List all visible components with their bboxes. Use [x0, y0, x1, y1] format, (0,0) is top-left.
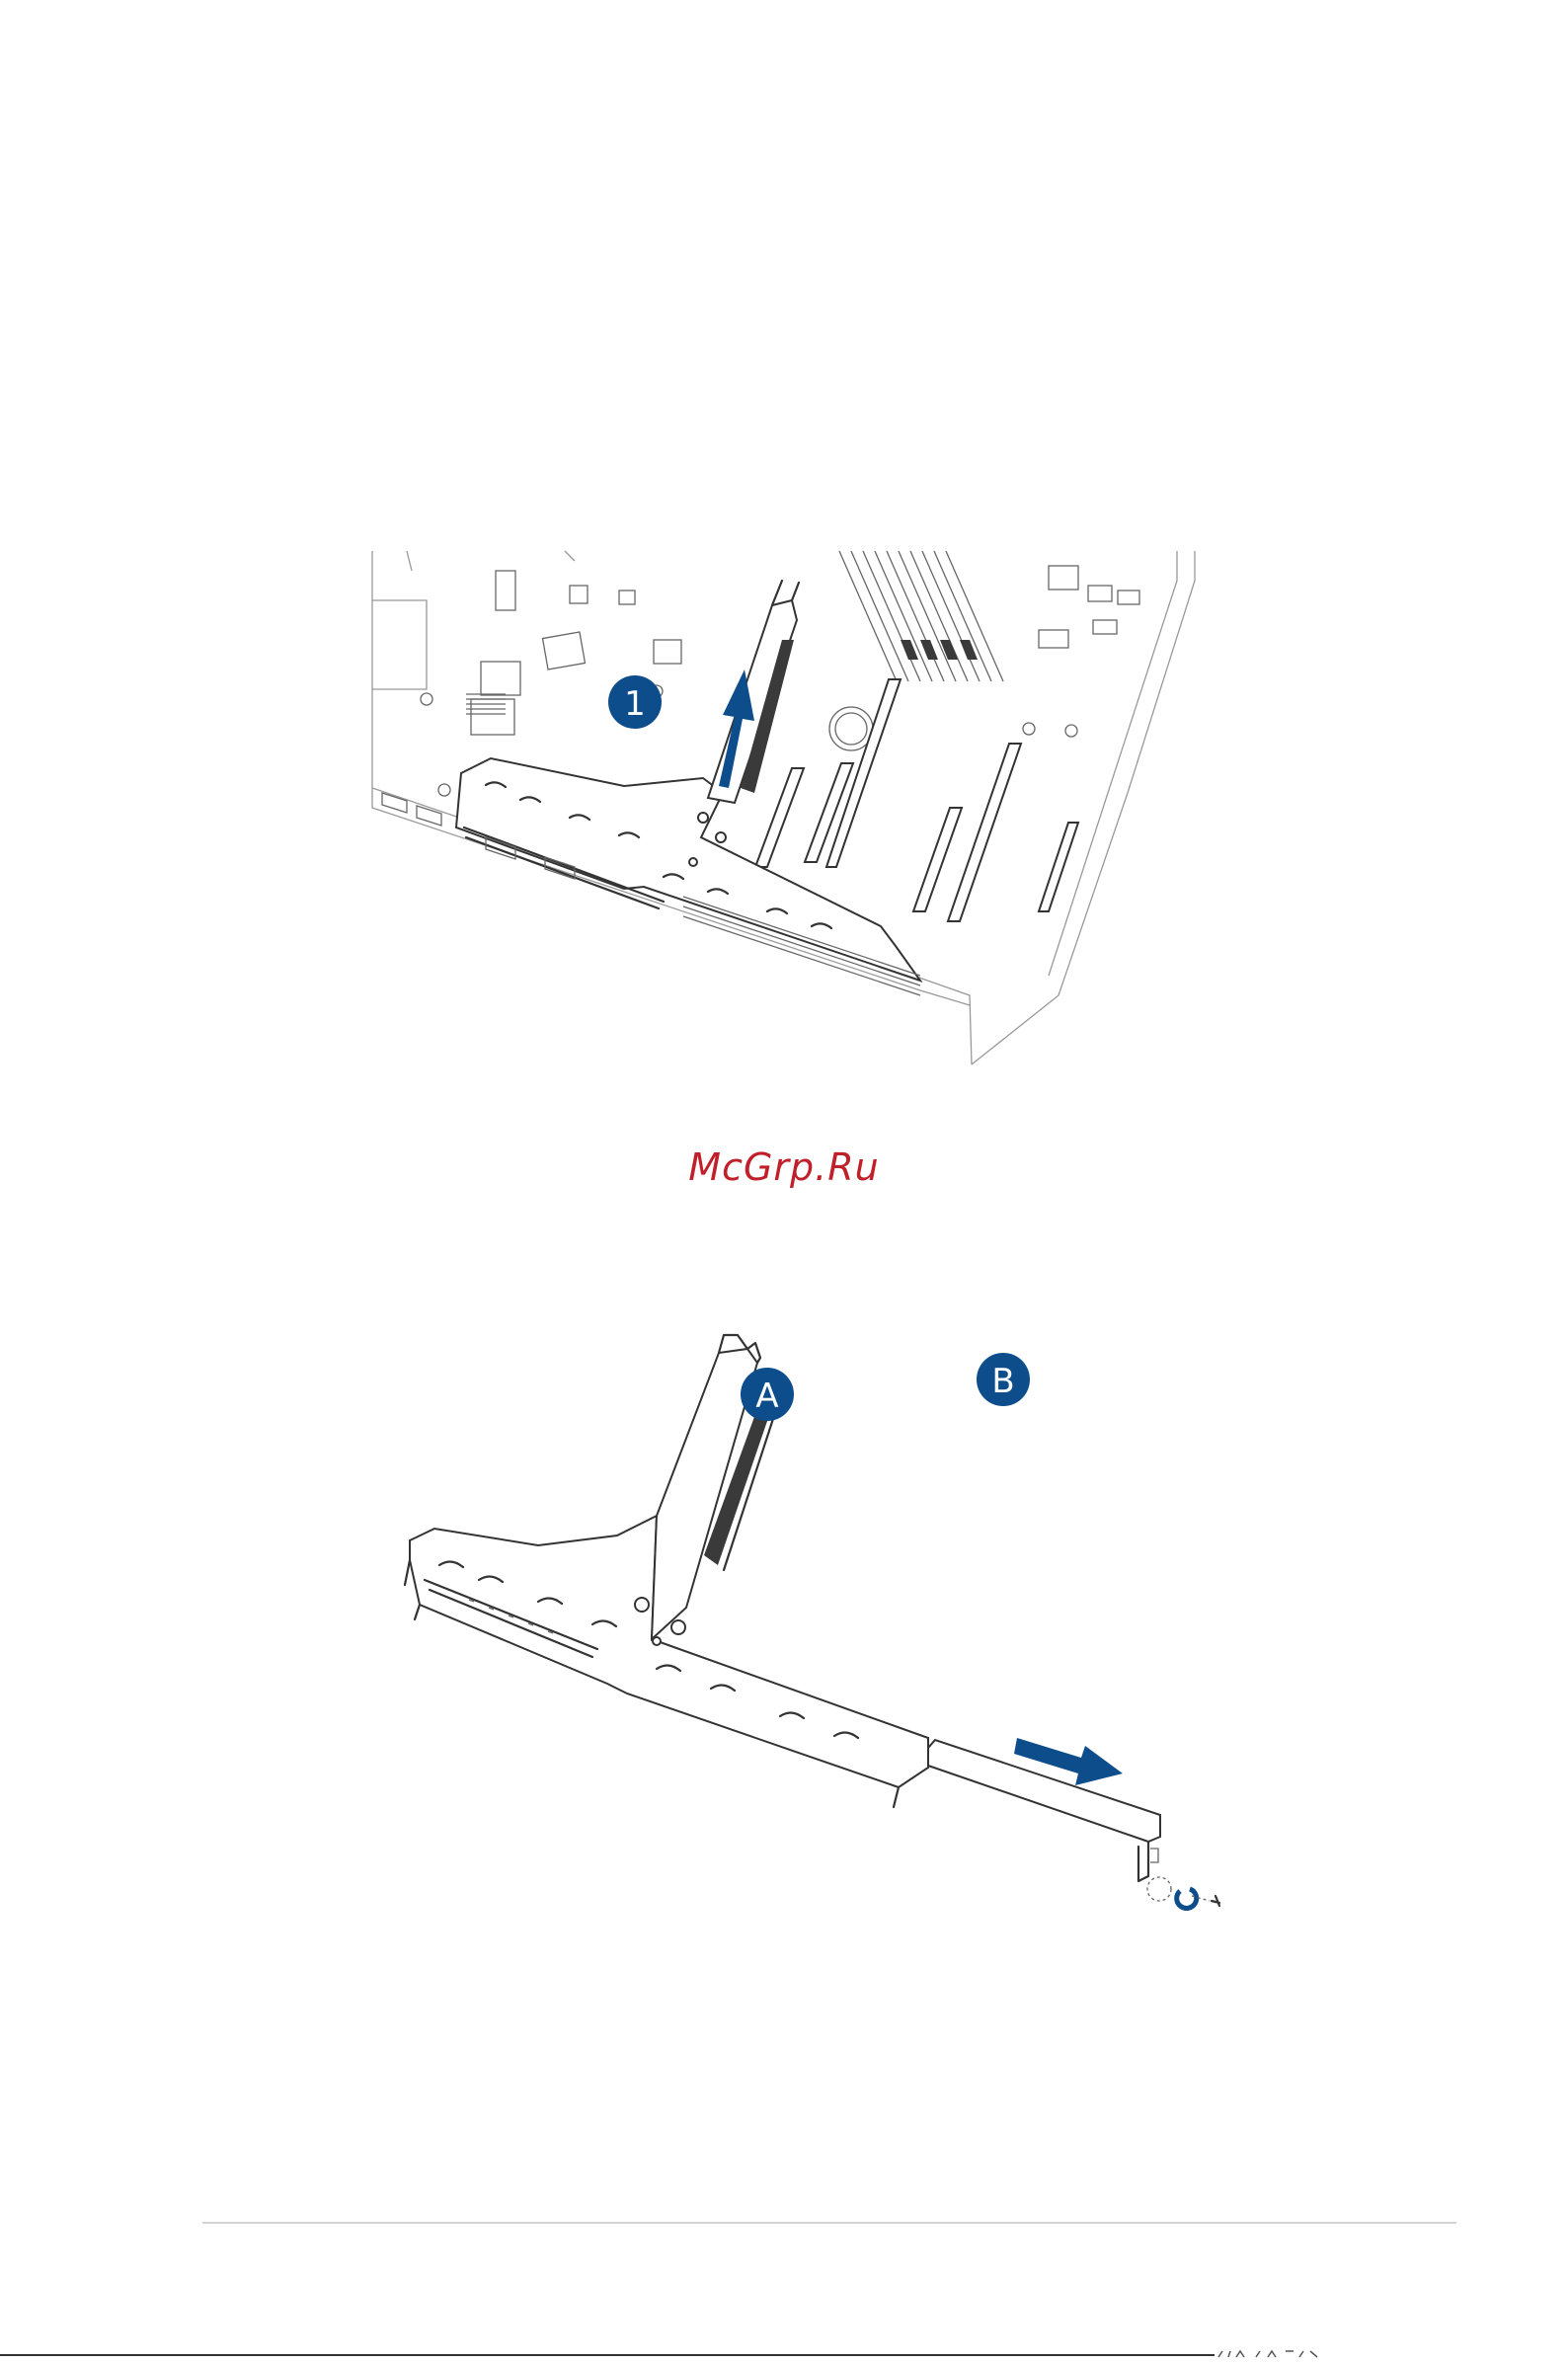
callout-a-label: A — [755, 1377, 778, 1416]
riser-bracket — [405, 1335, 928, 1807]
footer-rule — [202, 2222, 1456, 2224]
step-callout-1: 1 — [608, 675, 662, 729]
step-number: 1 — [624, 684, 646, 724]
footer-glyph-fragment — [1216, 2349, 1325, 2359]
riser-cage — [456, 581, 920, 981]
callout-a: A — [741, 1368, 794, 1421]
motherboard-riser-removal-illustration: 1 — [367, 541, 1205, 1094]
watermark-text: McGrp.Ru — [0, 1145, 1568, 1189]
screw-icon — [1147, 1877, 1219, 1908]
riser-bracket-illustration: A B — [390, 1343, 1259, 1955]
callout-b: B — [977, 1353, 1030, 1406]
callout-b-label: B — [991, 1362, 1014, 1401]
page-bottom-line — [0, 2354, 1215, 2356]
memory-slots — [839, 551, 1003, 681]
pcie-slots — [755, 679, 1078, 921]
